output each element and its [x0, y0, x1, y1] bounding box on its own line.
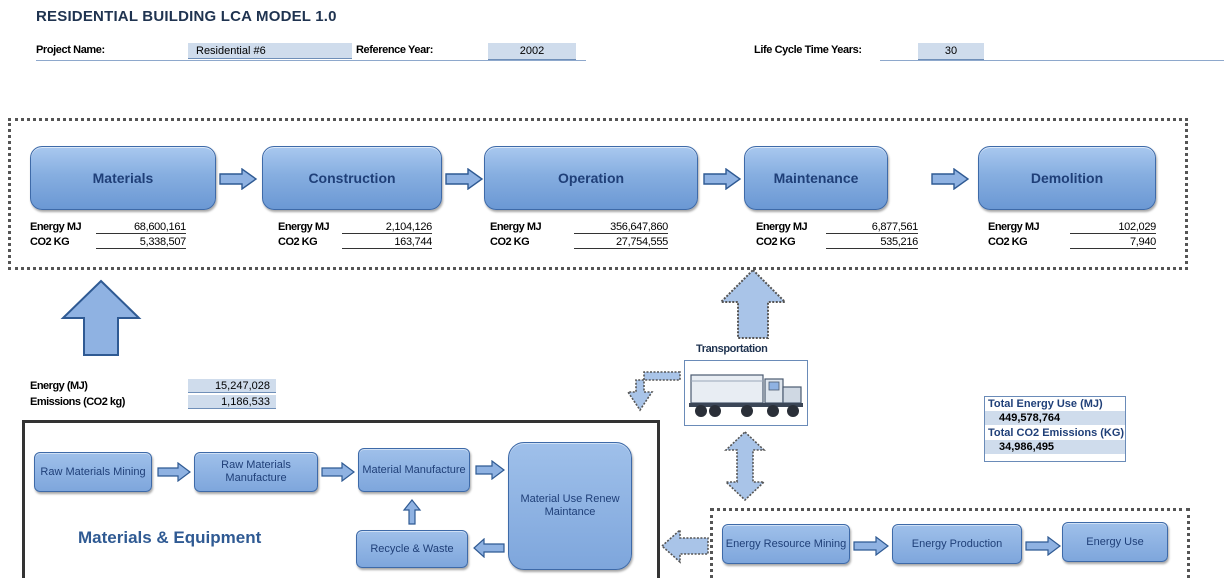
- arrow-icon: [1025, 536, 1061, 556]
- arrow-icon: [321, 462, 355, 482]
- stage-construction-energy-value: 2,104,126: [342, 221, 432, 234]
- stage-demolition-co2-value: 7,940: [1070, 236, 1156, 249]
- arrow-icon: [445, 168, 484, 190]
- arrow-icon: [853, 536, 889, 556]
- totals-panel: Total Energy Use (MJ) 449,578,764 Total …: [984, 396, 1126, 462]
- stage-materials-co2-label: CO2 KG: [30, 236, 70, 248]
- energy-chain-panel: [710, 508, 1190, 578]
- stage-operation-energy-label: Energy MJ: [490, 221, 542, 233]
- energy-resource-mining-button[interactable]: Energy Resource Mining: [722, 524, 850, 564]
- arrow-icon: [219, 168, 258, 190]
- materials-emissions-label: Emissions (CO2 kg): [30, 396, 125, 408]
- raw-materials-manufacture-button[interactable]: Raw Materials Manufacture: [194, 452, 318, 492]
- stage-operation-energy-value: 356,647,860: [574, 221, 668, 234]
- stage-maintenance-co2-label: CO2 KG: [756, 236, 796, 248]
- reference-year-field[interactable]: 2002: [488, 43, 576, 60]
- stage-maintenance-co2-value: 535,216: [826, 236, 918, 249]
- stage-maintenance-energy-label: Energy MJ: [756, 221, 808, 233]
- stage-construction-co2-label: CO2 KG: [278, 236, 318, 248]
- project-name-field[interactable]: Residential #6: [188, 43, 352, 59]
- arrow-icon: [157, 462, 191, 482]
- stage-construction-button[interactable]: Construction: [262, 146, 442, 210]
- header-rule-left: [36, 60, 586, 61]
- stage-materials-energy-value: 68,600,161: [96, 221, 186, 234]
- materials-energy-label: Energy (MJ): [30, 380, 88, 392]
- stage-maintenance-energy-value: 6,877,561: [826, 221, 918, 234]
- materials-energy-value: 15,247,028: [188, 379, 276, 393]
- stage-construction-energy-label: Energy MJ: [278, 221, 330, 233]
- material-manufacture-button[interactable]: Material Manufacture: [358, 448, 470, 492]
- total-energy-label: Total Energy Use (MJ): [988, 398, 1103, 410]
- bent-arrow-icon: [626, 371, 681, 412]
- transportation-label: Transportation: [696, 343, 768, 355]
- truck-icon: [689, 374, 803, 417]
- materials-equipment-panel: [22, 420, 660, 578]
- life-cycle-field[interactable]: 30: [918, 43, 984, 60]
- up-arrow-icon: [402, 499, 422, 525]
- energy-use-button[interactable]: Energy Use: [1062, 522, 1168, 562]
- up-arrow-icon: [60, 279, 142, 356]
- arrow-icon: [931, 168, 970, 190]
- left-arrow-icon: [660, 528, 709, 564]
- double-arrow-icon: [723, 430, 767, 502]
- transportation-truck-button[interactable]: [684, 360, 808, 426]
- up-arrow-icon: [718, 268, 788, 339]
- material-use-button[interactable]: Material Use Renew Maintance: [508, 442, 632, 570]
- project-name-label: Project Name:: [36, 44, 105, 56]
- life-cycle-stages-panel: [8, 118, 1188, 270]
- stage-materials-button[interactable]: Materials: [30, 146, 216, 210]
- reference-year-label: Reference Year:: [356, 44, 433, 56]
- stage-demolition-energy-label: Energy MJ: [988, 221, 1040, 233]
- stage-construction-co2-value: 163,744: [342, 236, 432, 249]
- page-title: RESIDENTIAL BUILDING LCA MODEL 1.0: [36, 8, 337, 25]
- stage-maintenance-button[interactable]: Maintenance: [744, 146, 888, 210]
- materials-emissions-value: 1,186,533: [188, 395, 276, 409]
- stage-operation-button[interactable]: Operation: [484, 146, 698, 210]
- arrow-icon: [475, 460, 505, 480]
- left-arrow-icon: [473, 538, 505, 558]
- header-rule-right: [880, 60, 1224, 61]
- stage-demolition-energy-value: 102,029: [1070, 221, 1156, 234]
- stage-demolition-co2-label: CO2 KG: [988, 236, 1028, 248]
- stage-demolition-button[interactable]: Demolition: [978, 146, 1156, 210]
- energy-production-button[interactable]: Energy Production: [892, 524, 1022, 564]
- total-co2-value: 34,986,495: [985, 440, 1125, 454]
- total-co2-label: Total CO2 Emissions (KG): [988, 427, 1125, 439]
- stage-operation-co2-label: CO2 KG: [490, 236, 530, 248]
- arrow-icon: [703, 168, 742, 190]
- stage-materials-co2-value: 5,338,507: [96, 236, 186, 249]
- recycle-waste-button[interactable]: Recycle & Waste: [356, 530, 468, 568]
- stage-operation-co2-value: 27,754,555: [574, 236, 668, 249]
- materials-equipment-title: Materials & Equipment: [78, 528, 262, 547]
- stage-materials-energy-label: Energy MJ: [30, 221, 82, 233]
- raw-materials-mining-button[interactable]: Raw Materials Mining: [34, 452, 152, 492]
- life-cycle-label: Life Cycle Time Years:: [754, 44, 862, 56]
- total-energy-value: 449,578,764: [985, 411, 1125, 425]
